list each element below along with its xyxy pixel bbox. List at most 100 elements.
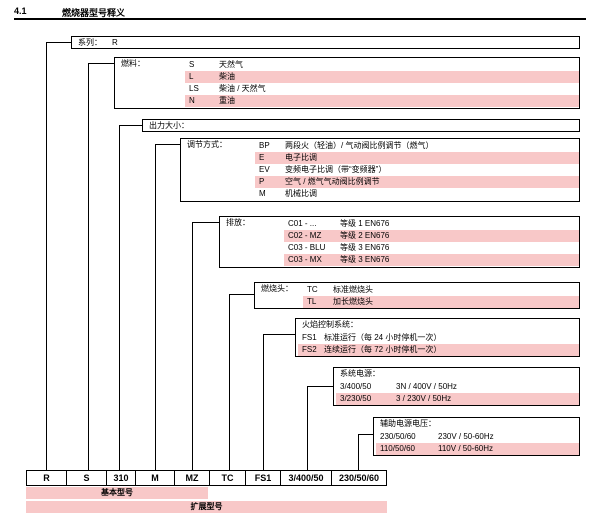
option-code: 110/50/60 bbox=[380, 444, 415, 453]
fuel-label: 燃料： bbox=[121, 59, 145, 68]
code-cell-flame: FS1 bbox=[245, 470, 281, 486]
option-desc: 空气 / 燃气气动阀比例调节 bbox=[285, 177, 380, 186]
option-desc: 柴油 bbox=[219, 72, 235, 81]
option-code: E bbox=[259, 153, 265, 162]
aux-option-110: 110/50/60 110V / 50-60Hz bbox=[376, 443, 579, 455]
option-desc: 230V / 50-60Hz bbox=[438, 432, 494, 441]
regulation-label: 调节方式： bbox=[187, 140, 227, 149]
option-desc: 连续运行（每 72 小时停机一次） bbox=[324, 345, 442, 354]
connector-regulation-h bbox=[155, 144, 180, 145]
flame-label: 火焰控制系统： bbox=[302, 320, 358, 329]
power-option-400: 3/400/50 3N / 400V / 50Hz bbox=[336, 381, 579, 393]
series-label: 系列： bbox=[78, 38, 102, 47]
option-desc: 机械比调 bbox=[285, 189, 317, 198]
option-code: 3/400/50 bbox=[340, 382, 372, 391]
option-desc: 等级 3 EN676 bbox=[340, 255, 390, 264]
option-desc: 重油 bbox=[219, 96, 235, 105]
connector-emission bbox=[192, 222, 193, 470]
option-code: C03 - BLU bbox=[288, 243, 326, 252]
basic-model-band: 基本型号 bbox=[26, 487, 208, 499]
head-label: 燃烧头： bbox=[261, 284, 293, 293]
emission-option-c01: C01 - ... 等级 1 EN676 bbox=[284, 218, 579, 230]
connector-output bbox=[119, 125, 120, 470]
option-desc: 电子比调 bbox=[285, 153, 317, 162]
option-code: FS2 bbox=[302, 345, 317, 354]
code-cell-aux: 230/50/60 bbox=[331, 470, 387, 486]
option-code: C02 - MZ bbox=[288, 231, 322, 240]
power-box: 系统电源： 3/400/50 3N / 400V / 50Hz 3/230/50… bbox=[333, 367, 580, 406]
head-option-tc: TC 标准燃烧头 bbox=[303, 284, 579, 296]
option-code: M bbox=[259, 189, 266, 198]
aux-box: 辅助电源电压： 230/50/60 230V / 50-60Hz 110/50/… bbox=[373, 417, 580, 456]
connector-flame bbox=[263, 334, 264, 470]
code-cell-power: 3/400/50 bbox=[280, 470, 332, 486]
connector-head-h bbox=[229, 294, 254, 295]
emission-option-c03-blu: C03 - BLU 等级 3 EN676 bbox=[284, 242, 579, 254]
code-cell-fuel: S bbox=[66, 470, 107, 486]
option-desc: 标准运行（每 24 小时停机一次） bbox=[324, 333, 442, 342]
option-code: N bbox=[189, 96, 195, 105]
connector-fuel bbox=[88, 63, 89, 470]
option-desc: 等级 3 EN676 bbox=[340, 243, 390, 252]
connector-emission-h bbox=[192, 222, 219, 223]
option-desc: 3 / 230V / 50Hz bbox=[396, 394, 452, 403]
regulation-option-m: M 机械比调 bbox=[255, 188, 579, 200]
option-desc: 变频电子比调（带“变频器”） bbox=[285, 165, 387, 174]
fuel-option-s: S 天然气 bbox=[185, 59, 579, 71]
option-code: C01 - ... bbox=[288, 219, 317, 228]
head-box: 燃烧头： TC 标准燃烧头 TL 加长燃烧头 bbox=[254, 282, 580, 309]
connector-aux-h bbox=[358, 434, 373, 435]
power-option-230: 3/230/50 3 / 230V / 50Hz bbox=[336, 393, 579, 405]
option-code: L bbox=[189, 72, 194, 81]
option-desc: 两段火（轻油）/ 气动阀比例调节（燃气） bbox=[285, 141, 434, 150]
option-desc: 标准燃烧头 bbox=[333, 285, 373, 294]
emission-option-c03-mx: C03 - MX 等级 3 EN676 bbox=[284, 254, 579, 266]
emission-option-c02: C02 - MZ 等级 2 EN676 bbox=[284, 230, 579, 242]
fuel-option-l: L 柴油 bbox=[185, 71, 579, 83]
option-code: EV bbox=[259, 165, 270, 174]
output-box: 出力大小： bbox=[142, 119, 580, 132]
head-option-tl: TL 加长燃烧头 bbox=[303, 296, 579, 308]
regulation-box: 调节方式： BP 两段火（轻油）/ 气动阀比例调节（燃气） E 电子比调 EV … bbox=[180, 138, 580, 202]
connector-regulation bbox=[155, 144, 156, 470]
flame-option-fs1: FS1 标准运行（每 24 小时停机一次） bbox=[298, 332, 579, 344]
series-box: 系列： R bbox=[71, 36, 580, 49]
option-code: BP bbox=[259, 141, 270, 150]
aux-option-230: 230/50/60 230V / 50-60Hz bbox=[376, 431, 579, 443]
option-desc: 等级 1 EN676 bbox=[340, 219, 390, 228]
option-desc: 天然气 bbox=[219, 60, 243, 69]
code-cell-head: TC bbox=[209, 470, 246, 486]
regulation-option-bp: BP 两段火（轻油）/ 气动阀比例调节（燃气） bbox=[255, 140, 579, 152]
connector-head bbox=[229, 294, 230, 470]
connector-series-h bbox=[46, 42, 71, 43]
connector-power-h bbox=[307, 386, 333, 387]
flame-box: 火焰控制系统： FS1 标准运行（每 24 小时停机一次） FS2 连续运行（每… bbox=[295, 318, 580, 357]
option-desc: 柴油 / 天然气 bbox=[219, 84, 266, 93]
fuel-option-ls: LS 柴油 / 天然气 bbox=[185, 83, 579, 95]
flame-option-fs2: FS2 连续运行（每 72 小时停机一次） bbox=[298, 344, 579, 356]
regulation-option-p: P 空气 / 燃气气动阀比例调节 bbox=[255, 176, 579, 188]
option-desc: 110V / 50-60Hz bbox=[438, 444, 493, 453]
option-code: 230/50/60 bbox=[380, 432, 416, 441]
connector-aux bbox=[358, 434, 359, 470]
connector-flame-h bbox=[263, 334, 295, 335]
regulation-option-ev: EV 变频电子比调（带“变频器”） bbox=[255, 164, 579, 176]
connector-power bbox=[307, 386, 308, 470]
emission-label: 排放： bbox=[226, 218, 250, 227]
power-label: 系统电源： bbox=[340, 369, 380, 378]
option-code: TL bbox=[307, 297, 317, 306]
option-code: FS1 bbox=[302, 333, 317, 342]
code-cell-series: R bbox=[26, 470, 67, 486]
code-cell-output: 310 bbox=[106, 470, 136, 486]
option-desc: 等级 2 EN676 bbox=[340, 231, 390, 240]
regulation-option-e: E 电子比调 bbox=[255, 152, 579, 164]
connector-series bbox=[46, 42, 47, 470]
series-value: R bbox=[112, 38, 118, 47]
option-code: S bbox=[189, 60, 195, 69]
option-code: C03 - MX bbox=[288, 255, 322, 264]
fuel-box: 燃料： S 天然气 L 柴油 LS 柴油 / 天然气 N 重油 bbox=[114, 57, 580, 109]
emission-box: 排放： C01 - ... 等级 1 EN676 C02 - MZ 等级 2 E… bbox=[219, 216, 580, 268]
option-code: 3/230/50 bbox=[340, 394, 372, 403]
output-label: 出力大小： bbox=[149, 121, 189, 130]
title-rule bbox=[14, 18, 586, 20]
